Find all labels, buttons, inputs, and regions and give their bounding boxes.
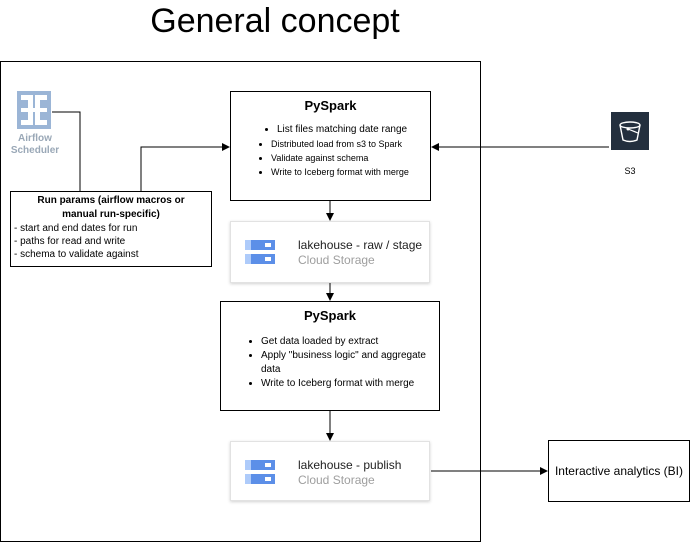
lakehouse-publish-subtitle: Cloud Storage	[298, 473, 375, 487]
cloud-storage-icon	[245, 460, 275, 484]
pyspark-transform-box: PySpark Get data loaded by extract Apply…	[220, 301, 440, 411]
run-params-box: Run params (airflow macros or manual run…	[10, 191, 212, 267]
airflow-to-params-line	[52, 111, 81, 191]
s3-label: S3	[624, 166, 636, 176]
pyspark-transform-item: Get data loaded by extract	[261, 335, 431, 349]
lakehouse-raw-subtitle: Cloud Storage	[298, 253, 375, 267]
run-params-title: Run params (airflow macros or manual run…	[14, 194, 208, 222]
pyspark-extract-title: PySpark	[304, 98, 357, 113]
params-to-pyspark1-arrow	[140, 143, 230, 191]
pyspark-extract-item: Validate against schema	[271, 151, 430, 165]
run-params-title-line2: manual run-specific)	[62, 209, 160, 220]
run-params-item: - schema to validate against	[14, 249, 139, 260]
cloud-storage-icon	[245, 240, 275, 264]
run-params-title-line1: Run params (airflow macros or	[37, 195, 185, 206]
pyspark-transform-title: PySpark	[303, 308, 357, 323]
pyspark-extract-item: List files matching date range	[277, 123, 430, 137]
pyspark-transform-item: Apply "business logic" and aggregate dat…	[261, 349, 431, 377]
run-params-item: - start and end dates for run	[14, 223, 138, 234]
airflow-icon	[17, 91, 51, 129]
pyspark-extract-item: Write to Iceberg format with merge	[271, 165, 430, 179]
run-params-item: - paths for read and write	[14, 236, 126, 247]
pyspark-extract-item: Distributed load from s3 to Spark	[271, 137, 430, 151]
diagram-title: General concept	[150, 2, 400, 40]
pyspark-transform-item: Write to Iceberg format with merge	[261, 377, 431, 391]
lakehouse-publish-title: lakehouse - publish	[298, 458, 402, 472]
interactive-analytics-box: Interactive analytics (BI)	[548, 440, 690, 502]
lakehouse-raw-title: lakehouse - raw / stage	[298, 238, 423, 252]
interactive-analytics-label: Interactive analytics (BI)	[554, 464, 684, 478]
s3-icon	[611, 112, 649, 150]
lakehouse-publish-card: lakehouse - publish Cloud Storage	[230, 441, 430, 501]
airflow-label: Airflow Scheduler	[6, 133, 64, 157]
lakehouse-raw-card: lakehouse - raw / stage Cloud Storage	[230, 221, 430, 283]
airflow-label-line2: Scheduler	[10, 145, 60, 156]
airflow-label-line1: Airflow	[18, 133, 52, 144]
pyspark-extract-box: PySpark List files matching date range D…	[230, 91, 431, 201]
